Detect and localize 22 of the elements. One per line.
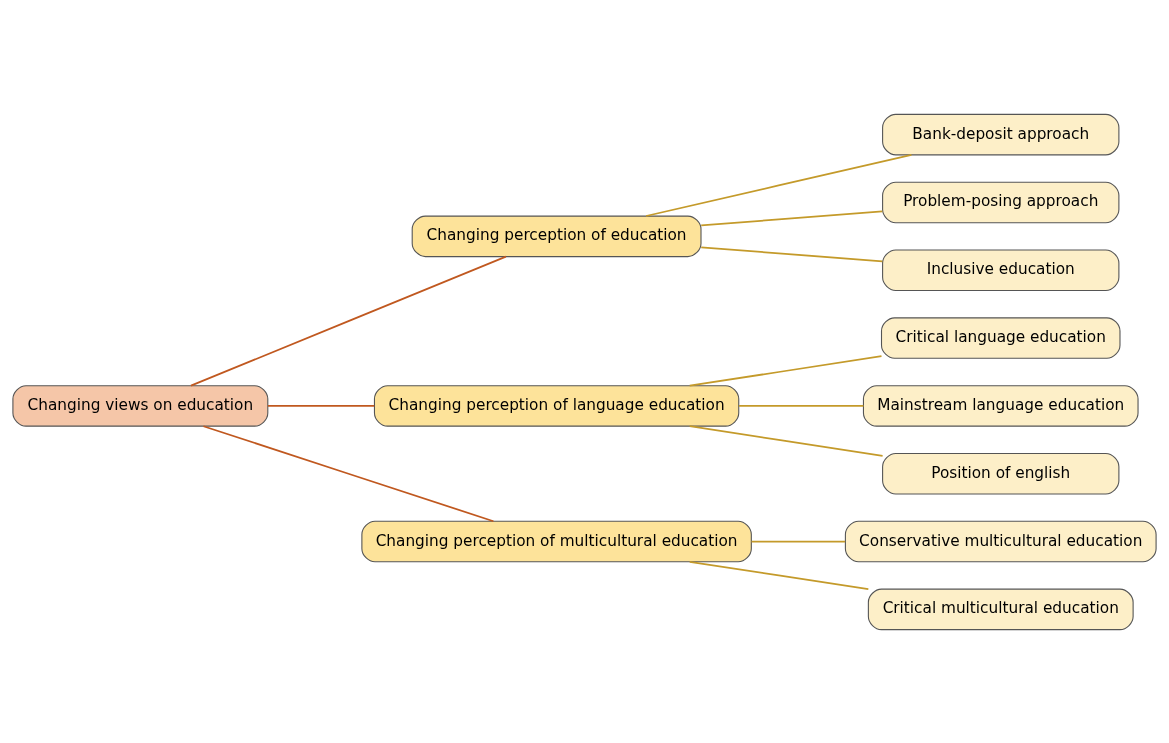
connector xyxy=(688,354,883,387)
connector xyxy=(190,255,507,386)
node-box: Critical language education xyxy=(880,316,1121,359)
node-box: Position of english xyxy=(882,452,1120,494)
connector xyxy=(738,404,865,407)
connector xyxy=(700,246,884,262)
node-box: Bank-deposit approach xyxy=(882,113,1120,155)
connector xyxy=(202,424,495,522)
node-box: Conservative multicultural education xyxy=(844,520,1157,562)
node-box: Changing perception of language education xyxy=(373,384,740,427)
node-box: Changing views on education xyxy=(12,384,269,427)
node-box: Changing perception of multicultural education xyxy=(361,520,752,562)
node-box: Critical multicultural education xyxy=(867,588,1134,630)
node-box: Problem-posing approach xyxy=(882,181,1120,223)
connector xyxy=(750,540,846,542)
connector xyxy=(645,153,913,217)
node-box: Inclusive education xyxy=(882,249,1120,291)
node-box: Changing perception of education xyxy=(411,215,702,257)
connector xyxy=(688,560,870,590)
connector xyxy=(267,404,376,407)
node-box: Mainstream language education xyxy=(862,384,1139,427)
connector xyxy=(700,210,884,226)
